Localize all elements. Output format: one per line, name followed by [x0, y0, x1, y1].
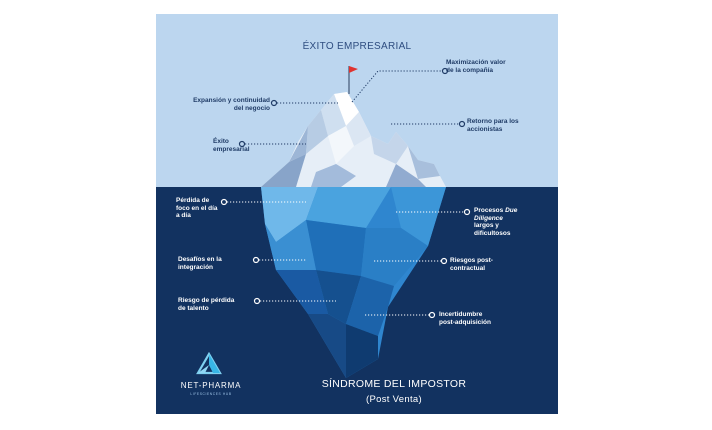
- iceberg-tip: [261, 92, 446, 187]
- label-incertidumbre: Incertidumbre post-adquisición: [439, 311, 491, 326]
- label-procesos-suffix: largos y dificultosos: [474, 222, 511, 237]
- connector-dots-above: [238, 67, 466, 148]
- label-desafios: Desafíos en la integración: [178, 256, 222, 271]
- label-expansion: Expansión y continuidad del negocio: [193, 97, 270, 112]
- label-procesos-italic: Due Diligence: [474, 207, 518, 222]
- brand-tagline: LIFESCIENCES HUB: [190, 392, 232, 396]
- connectors-above: [242, 70, 462, 145]
- label-riesgo-talento: Riesgo de pérdida de talento: [178, 297, 235, 312]
- label-procesos: Procesos Due Diligence largos y dificult…: [474, 207, 517, 237]
- top-title: ÉXITO EMPRESARIAL: [302, 41, 412, 52]
- label-riesgos-post: Riesgos post- contractual: [450, 257, 493, 272]
- label-perdida-foco: Pérdida de foco en el día a día: [176, 197, 218, 219]
- connector-dots-below: [220, 198, 471, 319]
- bottom-subtitle: (Post Venta): [366, 394, 422, 405]
- connectors-below: [224, 201, 467, 316]
- label-maximizacion: Maximización valor de la compañía: [446, 59, 506, 74]
- label-exito: Éxito empresarial: [213, 138, 250, 153]
- iceberg-infographic: ÉXITO EMPRESARIAL Maximización valor de …: [156, 14, 558, 414]
- iceberg-underwater: [261, 187, 446, 378]
- label-retorno: Retorno para los accionistas: [467, 118, 519, 133]
- iceberg-illustration: [220, 66, 471, 378]
- red-flag-icon: [348, 66, 358, 94]
- net-pharma-logo-icon: [196, 352, 222, 375]
- brand-name: NET-PHARMA: [180, 381, 242, 390]
- label-procesos-prefix: Procesos: [474, 207, 506, 214]
- bottom-title: SÍNDROME DEL IMPOSTOR: [321, 378, 467, 390]
